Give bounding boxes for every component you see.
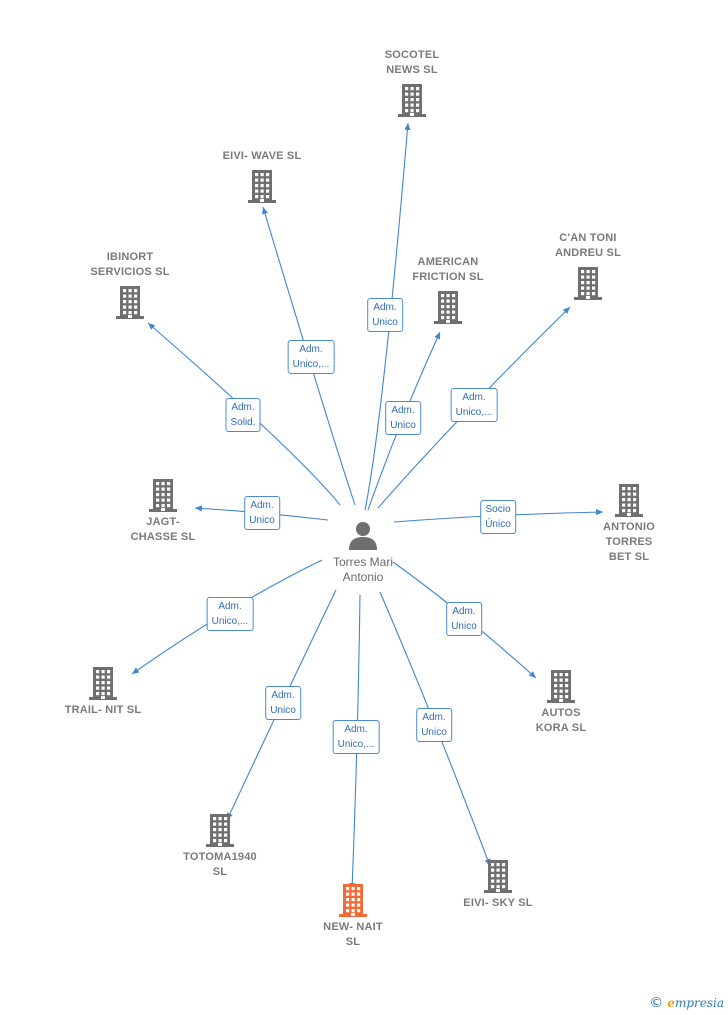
person-icon xyxy=(349,522,377,550)
role-tag-can-toni[interactable]: Adm. Unico,... xyxy=(450,388,498,422)
company-node-eivi-sky[interactable]: EIVI- SKY SL xyxy=(433,858,563,911)
company-node-trail-nit[interactable]: TRAIL- NIT SL xyxy=(38,665,168,718)
edge-eivi-wave xyxy=(262,206,356,506)
company-node-can-toni[interactable]: C'AN TONI ANDREU SL xyxy=(523,231,653,301)
company-name: C'AN TONI ANDREU SL xyxy=(555,232,621,259)
role-tag-eivi-wave[interactable]: Adm. Unico,... xyxy=(287,340,335,374)
building-icon xyxy=(116,286,144,319)
building-icon xyxy=(615,484,643,517)
company-node-antonio-torres[interactable]: ANTONIO TORRES BET SL xyxy=(564,482,694,565)
role-tag-jagt[interactable]: Adm. Unico xyxy=(244,496,280,530)
role-tag-trail-nit[interactable]: Adm. Unico,... xyxy=(206,597,254,631)
building-icon xyxy=(248,170,276,203)
building-icon xyxy=(398,84,426,117)
company-name: EIVI- WAVE SL xyxy=(222,150,302,162)
company-name: AMERICAN FRICTION SL xyxy=(412,256,484,283)
role-tag-new-nait[interactable]: Adm. Unico,... xyxy=(332,720,380,754)
company-name: TRAIL- NIT SL xyxy=(64,704,142,716)
building-icon xyxy=(149,479,177,512)
company-name: EIVI- SKY SL xyxy=(463,897,533,909)
company-node-socotel[interactable]: SOCOTEL NEWS SL xyxy=(347,48,477,118)
company-name: AUTOS KORA SL xyxy=(535,707,587,734)
company-name: JAGT- CHASSE SL xyxy=(130,516,196,543)
company-name: ANTONIO TORRES BET SL xyxy=(603,521,655,563)
company-name: TOTOMA1940 SL xyxy=(183,851,257,878)
company-name: IBINORT SERVICIOS SL xyxy=(90,251,170,278)
role-tag-antonio-torres[interactable]: Socio Único xyxy=(480,500,516,534)
building-icon xyxy=(484,860,512,893)
company-name: NEW- NAIT SL xyxy=(323,921,383,948)
building-icon xyxy=(89,667,117,700)
role-tag-eivi-sky[interactable]: Adm. Unico xyxy=(416,708,452,742)
role-tag-ibinort[interactable]: Adm. Solid. xyxy=(225,398,261,432)
company-node-ibinort[interactable]: IBINORT SERVICIOS SL xyxy=(65,250,195,320)
edge-ibinort xyxy=(147,322,341,506)
person-name: Torres Mari Antonio xyxy=(332,555,393,584)
company-name: SOCOTEL NEWS SL xyxy=(384,49,440,76)
building-icon xyxy=(206,814,234,847)
company-node-american[interactable]: AMERICAN FRICTION SL xyxy=(383,255,513,325)
company-node-autos-kora[interactable]: AUTOS KORA SL xyxy=(496,668,626,736)
edge-socotel xyxy=(364,122,411,511)
empresia-logo: ©empresia xyxy=(649,995,724,1011)
company-node-new-nait[interactable]: NEW- NAIT SL xyxy=(288,882,418,950)
role-tag-autos-kora[interactable]: Adm. Unico xyxy=(446,602,482,636)
company-node-jagt[interactable]: JAGT- CHASSE SL xyxy=(98,477,228,545)
role-tag-american[interactable]: Adm. Unico xyxy=(385,401,421,435)
building-icon xyxy=(339,884,367,917)
center-person[interactable]: Torres Mari Antonio xyxy=(308,520,418,585)
role-tag-totoma[interactable]: Adm. Unico xyxy=(265,686,301,720)
company-node-eivi-wave[interactable]: EIVI- WAVE SL xyxy=(197,149,327,204)
company-node-totoma[interactable]: TOTOMA1940 SL xyxy=(155,812,285,880)
building-icon xyxy=(434,291,462,324)
role-tag-socotel[interactable]: Adm. Unico xyxy=(367,298,403,332)
building-icon xyxy=(574,267,602,300)
building-icon xyxy=(547,670,575,703)
